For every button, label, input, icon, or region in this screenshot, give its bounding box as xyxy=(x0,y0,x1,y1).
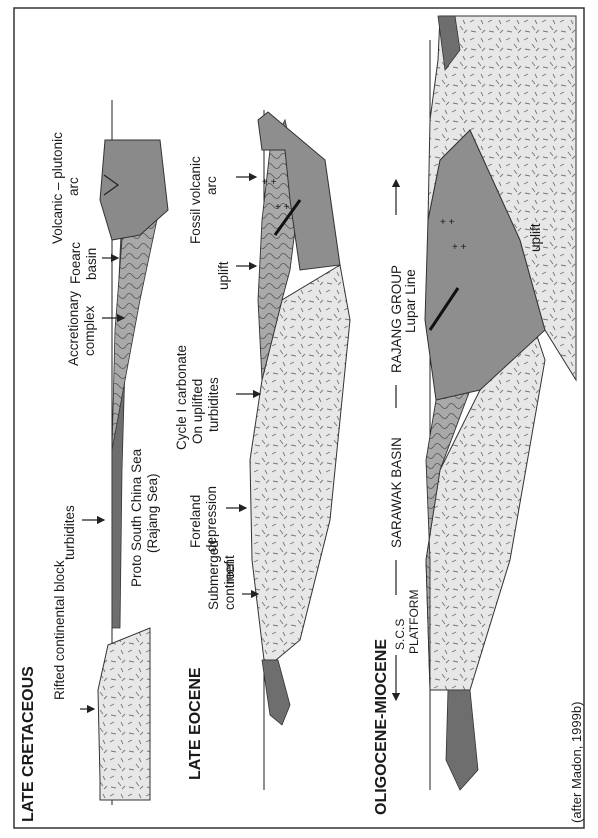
svg-text:+ +: + + xyxy=(452,242,467,253)
label-volcanic-1: Volcanic – plutonic xyxy=(50,132,65,244)
label-foearc-1: Foearc xyxy=(68,242,83,284)
label-turbidites: turbidites xyxy=(62,505,77,560)
label-cycle-1: Cycle I carbonate xyxy=(174,345,189,450)
panel-title-late-eocene: LATE EOCENE xyxy=(187,667,204,780)
label-volcanic-2: arc xyxy=(66,177,81,196)
label-rajang-group: RAJANG GROUP xyxy=(389,265,404,373)
label-reef: reef xyxy=(222,560,237,584)
label-accretionary-2: complex xyxy=(82,305,97,356)
label-uplift: uplift xyxy=(216,261,231,290)
label-cycle-3: turbidites xyxy=(206,377,221,432)
label-platform: PLATFORM xyxy=(407,590,421,654)
panel-title-late-cretaceous: LATE CRETACEOUS xyxy=(20,666,37,822)
label-lupar-line: Lupar Line xyxy=(403,269,418,333)
rifted-continental-block xyxy=(98,628,150,800)
label-scs: S.C.S xyxy=(393,619,407,650)
label-fossil-1: Fossil volcanic xyxy=(188,156,203,244)
label-cycle-2: On uplifted xyxy=(190,379,205,444)
label-rifted-block: Rifted continental block xyxy=(52,560,67,700)
svg-text:+ +: + + xyxy=(262,177,277,188)
label-fossil-2: arc xyxy=(204,176,219,195)
label-accretionary-1: Accretionary xyxy=(66,291,81,366)
figure-credit: (after Madon, 1999b) xyxy=(569,702,584,823)
label-sarawak-basin: SARAWAK BASIN xyxy=(389,437,404,548)
svg-text:+ +: + + xyxy=(440,217,455,228)
label-foreland-1: Foreland xyxy=(188,495,203,548)
label-rajang-sea: (Rajang Sea) xyxy=(145,473,160,553)
label-proto-scs: Proto South China Sea xyxy=(129,448,144,587)
label-foreland-2: depression xyxy=(204,486,219,552)
panel-title-oligocene-miocene: OLIGOCENE-MIOCENE xyxy=(373,639,390,815)
label-uplift: uplift xyxy=(528,223,543,252)
svg-text:+ +: + + xyxy=(275,202,290,213)
label-foearc-2: basin xyxy=(84,248,99,280)
